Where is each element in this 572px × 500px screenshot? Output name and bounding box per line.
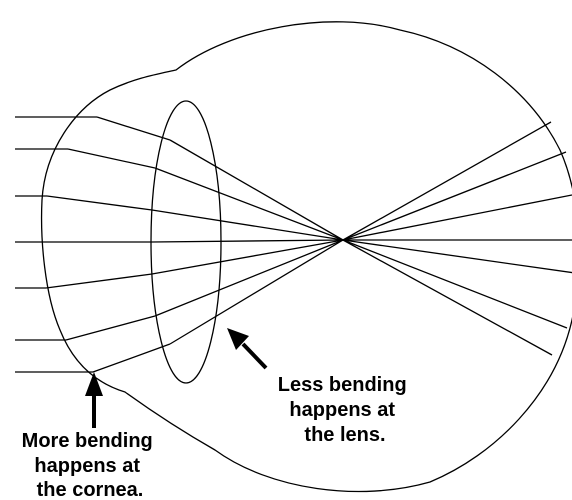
ray-7-lens xyxy=(169,239,344,345)
ray-2-cornea xyxy=(67,148,156,169)
ray-7-after xyxy=(342,121,552,241)
ray-2-after xyxy=(342,239,568,329)
ray-2-lens xyxy=(154,167,344,241)
lens-label-line-3: the lens. xyxy=(304,424,385,446)
ray-5-cornea xyxy=(45,273,153,289)
cornea-arrow xyxy=(85,372,103,428)
ray-6-lens xyxy=(154,239,344,317)
lens-label-line-1: Less bending xyxy=(278,374,407,396)
ray-3-cornea xyxy=(46,195,153,211)
ray-6-after xyxy=(342,151,567,241)
ray-5-lens xyxy=(151,239,344,275)
ray-6-cornea xyxy=(65,315,156,341)
ray-7-cornea xyxy=(92,343,171,373)
lens-label-line-2: happens at xyxy=(289,399,395,421)
lens-arrow xyxy=(227,328,268,370)
ray-1-cornea xyxy=(96,116,171,141)
ray-1-lens xyxy=(169,139,344,241)
ray-1-after xyxy=(342,239,553,356)
cornea-label: More bending happens at the cornea. xyxy=(22,430,159,500)
ray-5-after xyxy=(342,194,572,241)
cornea-label-line-3: the cornea. xyxy=(37,479,144,500)
cornea-label-line-2: happens at xyxy=(34,455,140,477)
ray-3-after xyxy=(342,239,572,274)
cornea-label-line-1: More bending xyxy=(22,430,153,452)
ray-4-lens xyxy=(151,239,344,243)
lens-label: Less bending happens at the lens. xyxy=(278,374,412,446)
eyeball-outline xyxy=(40,21,572,493)
ray-3-lens xyxy=(151,209,344,241)
